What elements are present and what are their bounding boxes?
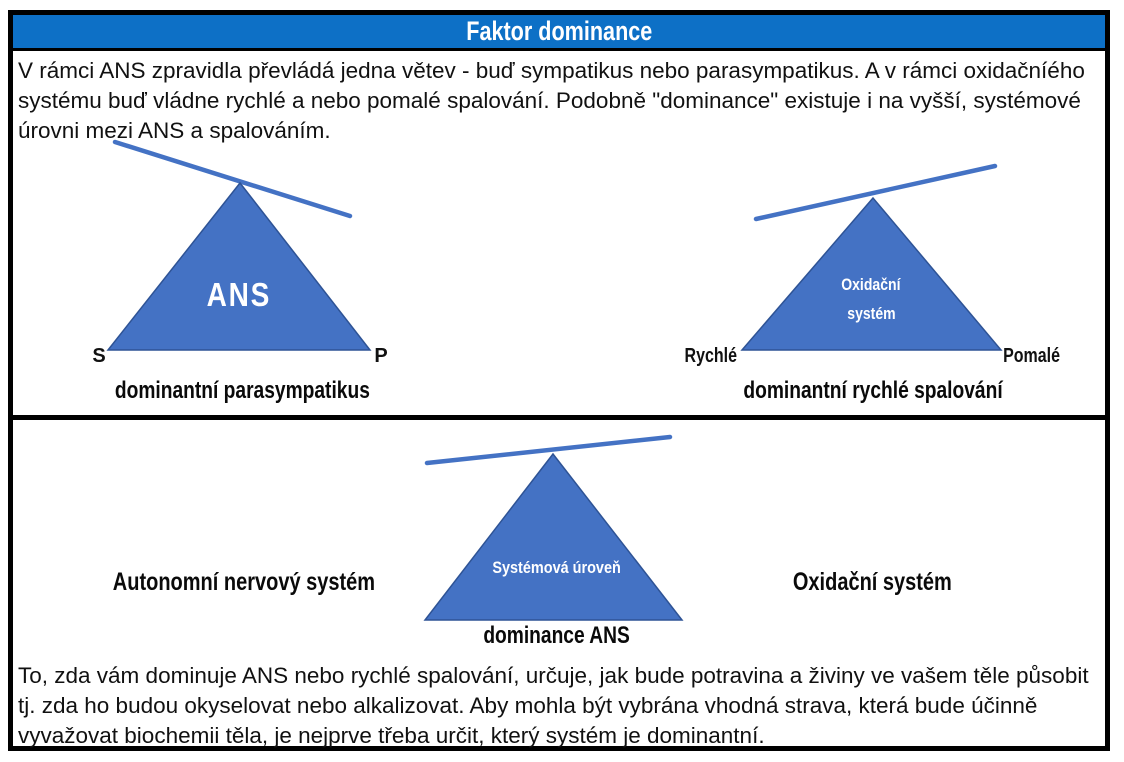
ans-caption: dominantní parasympatikus: [114, 377, 370, 404]
outro-paragraph: To, zda vám dominuje ANS nebo rychlé spa…: [18, 663, 1089, 748]
system-triangle-shape: [423, 452, 684, 621]
system-caption: dominance ANS: [483, 622, 631, 649]
system-right-label: Oxidační systém: [792, 568, 952, 596]
oxidative-triangle-label-line1: Oxidační: [841, 276, 901, 294]
page-title-text: Faktor dominance: [465, 16, 653, 46]
page-title: Faktor dominance: [443, 16, 676, 47]
ans-balance-beam-line: [112, 139, 353, 219]
dominance-card: Faktor dominance V rámci ANS zpravidla p…: [8, 10, 1110, 751]
intro-paragraph: V rámci ANS zpravidla převládá jedna vět…: [18, 58, 1085, 143]
title-bar: Faktor dominance: [13, 15, 1105, 51]
oxidative-balance-beam-line: [753, 163, 998, 222]
ans-triangle-label: ANS: [206, 276, 272, 313]
system-left-label: Autonomní nervový systém: [112, 568, 376, 596]
ans-triangle-shape: [106, 181, 372, 351]
system-triangle-label: Systémová úroveň: [492, 558, 622, 577]
oxidative-caption: dominantní rychlé spalování: [743, 377, 1003, 404]
oxidative-left-corner-label: Rychlé: [684, 345, 738, 367]
section-divider: [13, 415, 1105, 420]
oxidative-right-corner-label: Pomalé: [1003, 345, 1061, 367]
oxidative-triangle-label-line2: systém: [846, 305, 896, 323]
oxidative-triangle-label: Oxidační systém: [771, 271, 971, 329]
ans-left-corner-label: S: [92, 345, 106, 367]
system-balance-beam-line: [424, 434, 673, 466]
ans-right-corner-label: P: [374, 345, 388, 367]
